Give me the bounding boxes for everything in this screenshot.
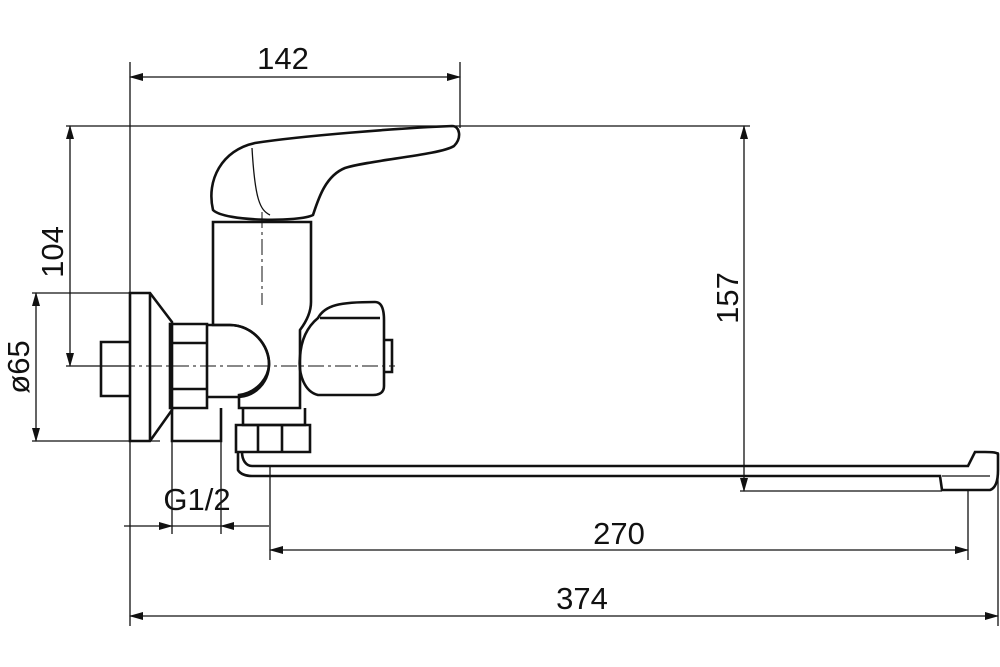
faucet-outline [99,124,1000,492]
spout-mount [241,408,307,427]
dim-label-104: 104 [35,226,70,278]
dim-label-65: ø65 [1,340,36,393]
dimension-157: 157 [710,125,748,492]
hex-nut [168,322,209,410]
diverter-nut [298,300,386,397]
dim-label-157: 157 [710,272,745,324]
dim-label-g12: G1/2 [163,482,230,517]
dimension-104: 104 [35,125,74,367]
spout [236,450,1000,492]
extension-lines [32,62,999,626]
center-lines [92,212,395,367]
dimension-270: 270 [269,516,969,554]
dim-label-374: 374 [556,581,608,616]
dimension-g12: G1/2 [124,482,269,530]
dimension-142: 142 [129,41,461,81]
inlet-stub [99,340,130,398]
lever-handle [210,124,461,222]
dimension-65: ø65 [1,292,40,442]
dim-label-142: 142 [257,41,309,76]
dimension-374: 374 [129,581,999,620]
inlet-thread [170,408,223,443]
dim-label-270: 270 [593,516,645,551]
